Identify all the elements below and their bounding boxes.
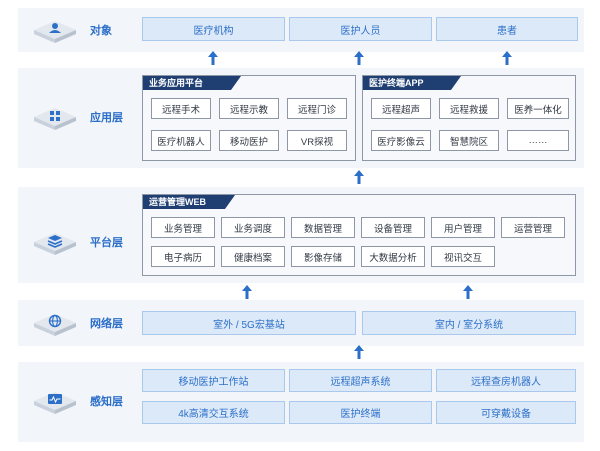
platform-item: 运营管理 — [501, 217, 565, 238]
panel-operation-web: 运营管理WEB 业务管理 业务调度 数据管理 设备管理 用户管理 运营管理 电子… — [142, 194, 576, 276]
app-item: 远程手术 — [151, 98, 211, 119]
app-item: …… — [507, 130, 569, 151]
platform-item: 健康档案 — [221, 246, 285, 267]
platform-item: 设备管理 — [361, 217, 425, 238]
layer-name: 应用层 — [90, 112, 123, 124]
panel-business-platform: 业务应用平台 远程手术 远程示教 远程门诊 医疗机器人 移动医护 VR探视 — [142, 75, 356, 161]
app-item: 远程超声 — [371, 98, 431, 119]
app-item: 远程救援 — [439, 98, 499, 119]
object-medical-institution: 医疗机构 — [142, 17, 285, 41]
platform-item: 业务管理 — [151, 217, 215, 238]
platform-item: 视讯交互 — [431, 246, 495, 267]
object-patient: 患者 — [436, 17, 578, 41]
arrow-up-icon — [208, 51, 218, 65]
perception-item: 移动医护工作站 — [142, 369, 285, 392]
app-item: 智慧院区 — [439, 130, 499, 151]
perception-item: 可穿戴设备 — [436, 401, 576, 424]
layer-name: 网络层 — [90, 318, 123, 330]
layer-name: 平台层 — [90, 237, 123, 249]
arrow-up-icon — [463, 285, 473, 299]
perception-item: 医护终端 — [289, 401, 432, 424]
arrow-up-icon — [354, 51, 364, 65]
panel-title: 运营管理WEB — [143, 195, 235, 209]
app-item: 医养一体化 — [507, 98, 569, 119]
perception-item: 远程查房机器人 — [436, 369, 576, 392]
platform-item: 大数据分析 — [361, 246, 425, 267]
layer-label-application: 应用层 — [30, 100, 123, 134]
apps-grid-icon — [30, 100, 80, 134]
layers-stack-icon — [30, 225, 80, 259]
app-item: 移动医护 — [219, 130, 279, 151]
layer-label-perception: 感知层 — [30, 384, 123, 418]
layer-name: 感知层 — [90, 396, 123, 408]
perception-item: 4k高清交互系统 — [142, 401, 285, 424]
layer-label-objects: 对象 — [30, 13, 112, 47]
network-outdoor-5g: 室外 / 5G宏基站 — [142, 311, 356, 335]
arrow-up-icon — [502, 51, 512, 65]
monitor-pulse-icon — [30, 384, 80, 418]
platform-item: 用户管理 — [431, 217, 495, 238]
network-indoor-distribution: 室内 / 室分系统 — [362, 311, 576, 335]
object-medical-staff: 医护人员 — [289, 17, 432, 41]
layer-label-platform: 平台层 — [30, 225, 123, 259]
platform-item: 业务调度 — [221, 217, 285, 238]
app-item: VR探视 — [287, 130, 347, 151]
perception-item: 远程超声系统 — [289, 369, 432, 392]
panel-title: 业务应用平台 — [143, 76, 241, 90]
arrow-up-icon — [354, 170, 364, 184]
globe-icon — [30, 306, 80, 340]
platform-item: 数据管理 — [291, 217, 355, 238]
platform-item: 影像存储 — [291, 246, 355, 267]
arrow-up-icon — [242, 285, 252, 299]
app-item: 远程示教 — [219, 98, 279, 119]
layer-name: 对象 — [90, 25, 112, 37]
platform-item: 电子病历 — [151, 246, 215, 267]
user-icon — [30, 13, 80, 47]
arrow-up-icon — [354, 345, 364, 359]
panel-title: 医护终端APP — [363, 76, 461, 90]
app-item: 远程门诊 — [287, 98, 347, 119]
app-item: 医疗影像云 — [371, 130, 431, 151]
app-item: 医疗机器人 — [151, 130, 211, 151]
panel-terminal-app: 医护终端APP 远程超声 远程救援 医养一体化 医疗影像云 智慧院区 …… — [362, 75, 576, 161]
layer-label-network: 网络层 — [30, 306, 123, 340]
